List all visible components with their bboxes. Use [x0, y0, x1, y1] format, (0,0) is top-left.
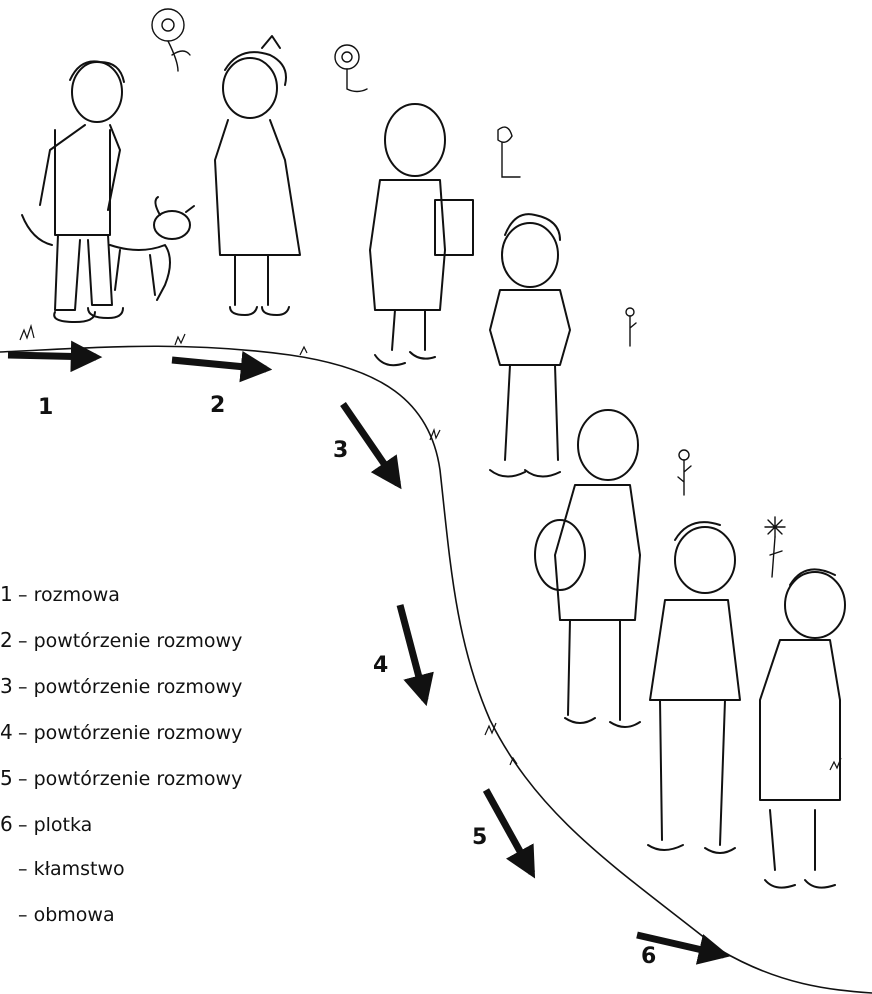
legend-item: 2 – powtórzenie rozmowy	[0, 630, 242, 651]
step-label-2: 2	[210, 393, 226, 418]
legend-text: – plotka	[18, 814, 93, 836]
flower-icon	[677, 449, 692, 496]
legend-item: 3 – powtórzenie rozmowy	[0, 676, 242, 697]
legend-number: 3	[0, 674, 13, 698]
legend-text: – rozmowa	[18, 584, 120, 606]
step-label-3: 3	[333, 438, 349, 463]
legend-number: 1	[0, 582, 13, 606]
legend-number: 2	[0, 628, 13, 652]
legend-item: – obmowa	[0, 906, 115, 925]
legend-item: – kłamstwo	[0, 860, 125, 879]
legend-text: – kłamstwo	[18, 858, 125, 880]
child-figure-icon	[534, 409, 641, 728]
dog-icon	[21, 196, 195, 301]
adult-figure-icon	[369, 103, 474, 367]
arrow-icon	[396, 604, 434, 707]
legend-text: – powtórzenie rozmowy	[18, 676, 243, 698]
flower-icon	[625, 307, 637, 347]
legend-text: – powtórzenie rozmowy	[18, 630, 243, 652]
legend-item: 4 – powtórzenie rozmowy	[0, 722, 242, 743]
step-label-1: 1	[38, 395, 54, 420]
arrow-icon	[636, 931, 731, 965]
legend-number: 4	[0, 720, 13, 744]
grass-tufts	[19, 323, 842, 771]
flower-icon	[764, 516, 786, 578]
legend-text: – obmowa	[18, 904, 115, 926]
flower-icon	[151, 8, 191, 72]
legend-item: 6 – plotka	[0, 814, 92, 835]
child-figure-icon	[489, 213, 571, 478]
legend-item: 5 – powtórzenie rozmowy	[0, 768, 242, 789]
legend-text: – powtórzenie rozmowy	[18, 722, 243, 744]
arrow-icon	[482, 788, 536, 879]
flower-icon	[497, 126, 521, 178]
child-figure-icon	[214, 35, 301, 316]
flower-icon	[334, 44, 368, 93]
legend-number: 5	[0, 766, 13, 790]
step-label-4: 4	[373, 653, 389, 678]
legend-number: 6	[0, 812, 13, 836]
arrow-icon	[7, 340, 103, 373]
child-figure-icon	[647, 521, 741, 854]
child-figure-icon	[759, 568, 846, 889]
legend-text: – powtórzenie rozmowy	[18, 768, 243, 790]
step-label-5: 5	[472, 825, 488, 850]
arrow-icon	[171, 350, 273, 383]
step-label-6: 6	[641, 944, 657, 969]
child-figure-icon	[39, 60, 125, 323]
path-line	[0, 345, 872, 994]
legend-item: 1 – rozmowa	[0, 584, 120, 605]
arrow-icon	[340, 402, 402, 490]
